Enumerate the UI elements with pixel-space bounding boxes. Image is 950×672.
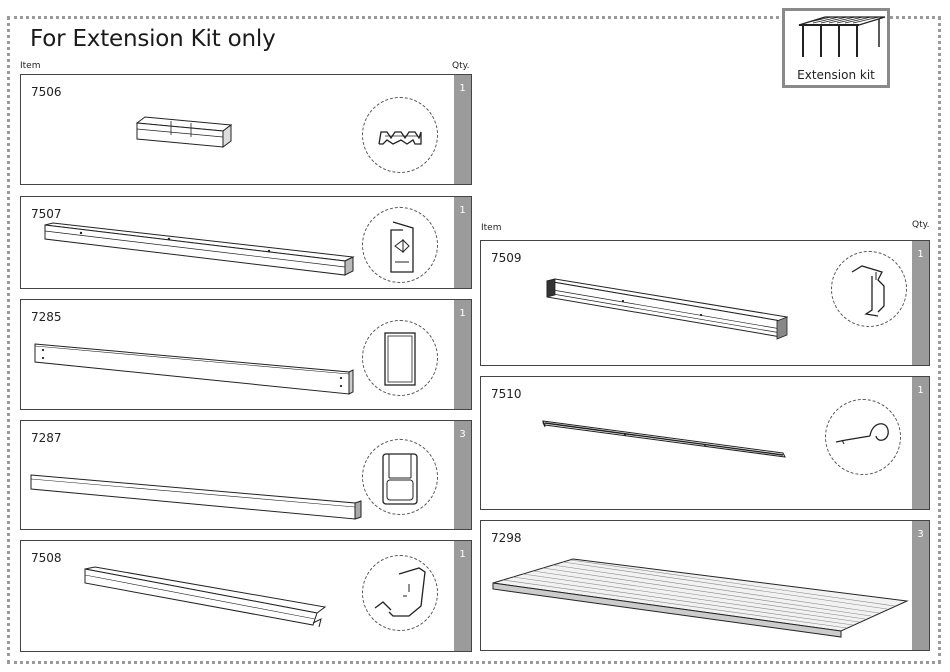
part-card-7298: 7298 3	[480, 520, 930, 651]
part-drawing	[33, 340, 357, 400]
part-qty: 1	[454, 549, 471, 560]
part-code: 7508	[31, 551, 62, 565]
profile-detail-circle	[831, 251, 907, 327]
qty-column-header-right: Qty.	[912, 220, 930, 230]
part-code: 7507	[31, 207, 62, 221]
part-drawing	[491, 555, 911, 639]
part-code: 7506	[31, 85, 62, 99]
part-code: 7510	[491, 387, 522, 401]
part-card-7285: 7285 1	[20, 299, 472, 410]
part-drawing	[545, 277, 793, 343]
part-card-7506: 7506 1	[20, 74, 472, 185]
part-card-7287: 7287 3	[20, 420, 472, 530]
profile-detail-circle	[362, 207, 438, 283]
item-column-header: Item	[20, 61, 41, 71]
part-code: 7287	[31, 431, 62, 445]
part-qty: 3	[912, 529, 929, 540]
part-code: 7298	[491, 531, 522, 545]
item-column-header-right: Item	[481, 223, 502, 233]
part-qty: 1	[912, 249, 929, 260]
extension-kit-badge: Extension kit	[782, 8, 890, 88]
part-card-7508: 7508 1	[20, 540, 472, 652]
part-drawing	[81, 565, 331, 629]
part-qty: 1	[454, 308, 471, 319]
qty-bar: 1	[454, 197, 471, 288]
part-qty: 3	[454, 429, 471, 440]
qty-bar: 1	[454, 541, 471, 651]
page-title: For Extension Kit only	[30, 26, 276, 52]
qty-bar: 1	[454, 75, 471, 184]
part-drawing	[41, 221, 357, 281]
part-code: 7509	[491, 251, 522, 265]
part-qty: 1	[454, 83, 471, 94]
profile-detail-circle	[362, 97, 438, 173]
part-card-7510: 7510 1	[480, 376, 930, 510]
part-qty: 1	[912, 385, 929, 396]
qty-bar: 3	[912, 521, 929, 650]
extension-kit-label: Extension kit	[785, 68, 887, 82]
profile-detail-circle	[362, 320, 438, 396]
qty-bar: 1	[454, 300, 471, 409]
profile-detail-circle	[362, 439, 438, 515]
part-qty: 1	[454, 205, 471, 216]
qty-bar: 1	[912, 241, 929, 365]
part-card-7507: 7507 1	[20, 196, 472, 289]
part-card-7509: 7509 1	[480, 240, 930, 366]
part-drawing	[541, 417, 791, 467]
profile-detail-circle	[825, 399, 901, 475]
part-code: 7285	[31, 310, 62, 324]
qty-column-header: Qty.	[452, 61, 470, 71]
part-drawing	[29, 469, 363, 525]
profile-detail-circle	[362, 555, 438, 631]
carport-icon	[785, 11, 887, 71]
qty-bar: 3	[454, 421, 471, 529]
qty-bar: 1	[912, 377, 929, 509]
part-drawing	[131, 115, 241, 151]
